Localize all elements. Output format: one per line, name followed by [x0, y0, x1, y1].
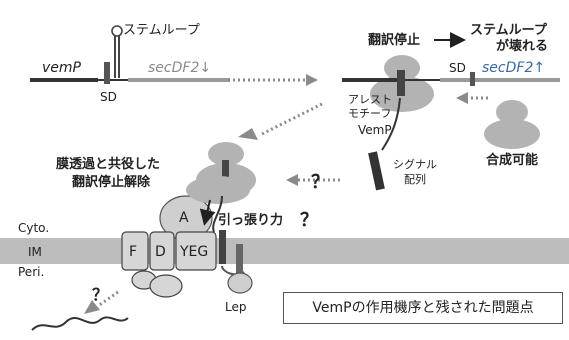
im-label: IM	[28, 245, 42, 259]
secd-label: D	[155, 244, 166, 260]
cyto-label: Cyto.	[18, 221, 49, 235]
stemloop-broken-label-1: ステムループ	[470, 23, 548, 38]
arrest-motif-label-2: モチーフ	[348, 107, 391, 120]
stem-loop-label: ステムループ	[123, 23, 200, 38]
release-label-2: 翻訳停止解除	[72, 174, 151, 190]
synthesis-possible-label: 合成可能	[486, 152, 538, 168]
inner-membrane	[0, 238, 569, 264]
sd-marker-left	[104, 62, 110, 84]
signal-sequence-bar	[368, 151, 385, 191]
signal-seq-in-membrane	[219, 230, 226, 264]
secdf2-down-label: secDF2↓	[148, 60, 211, 76]
secyeg-subunit	[175, 231, 217, 271]
vemp-gene-label: vemP	[42, 60, 82, 76]
pulling-force-label: 引っ張り力	[218, 212, 283, 228]
secdf2-up-label: secDF2↑	[482, 60, 545, 76]
pulling-force-arrow	[199, 199, 216, 226]
translation-arrest-label: 翻訳停止	[368, 32, 420, 48]
caption-box: VemPの作用機序と残された問題点	[283, 292, 563, 324]
sd-marker-right	[470, 72, 475, 86]
sd-label-left: SD	[100, 90, 117, 104]
release-label-1: 膜透過と共役した	[56, 156, 160, 172]
periplasmic-chain	[31, 316, 129, 331]
arrest-motif-bar	[397, 70, 405, 96]
lep-tm	[236, 244, 243, 274]
secf-subunit	[121, 231, 149, 271]
vemp-nascent-chain	[381, 97, 401, 151]
dotted-arrow-periplasm	[97, 290, 119, 308]
secf-label: F	[129, 244, 137, 260]
mrna-left	[30, 25, 230, 84]
signal-seq-label-1: シグナル	[393, 157, 437, 171]
dotted-arrow-diagonal	[261, 102, 323, 136]
translocon-ribosome	[186, 176, 250, 204]
peri-label: Peri.	[18, 265, 44, 279]
seca-label: A	[179, 210, 189, 226]
lep-domain	[227, 272, 253, 294]
question-force: ？	[300, 210, 318, 231]
vemp-protein-label: VemP	[358, 123, 392, 137]
question-mid: ？	[311, 172, 329, 193]
secyeg-label: YEG	[179, 244, 208, 260]
arrest-motif-label-1: アレスト	[348, 93, 392, 106]
signal-seq-label-2: 配列	[404, 172, 426, 186]
secd-subunit	[149, 231, 175, 271]
free-ribosome	[484, 100, 540, 149]
question-periplasm: ？	[92, 285, 108, 304]
stemloop-broken-label-2: が壊れる	[496, 38, 548, 54]
sd-label-right: SD	[449, 61, 466, 75]
lep-label: Lep	[225, 300, 246, 314]
